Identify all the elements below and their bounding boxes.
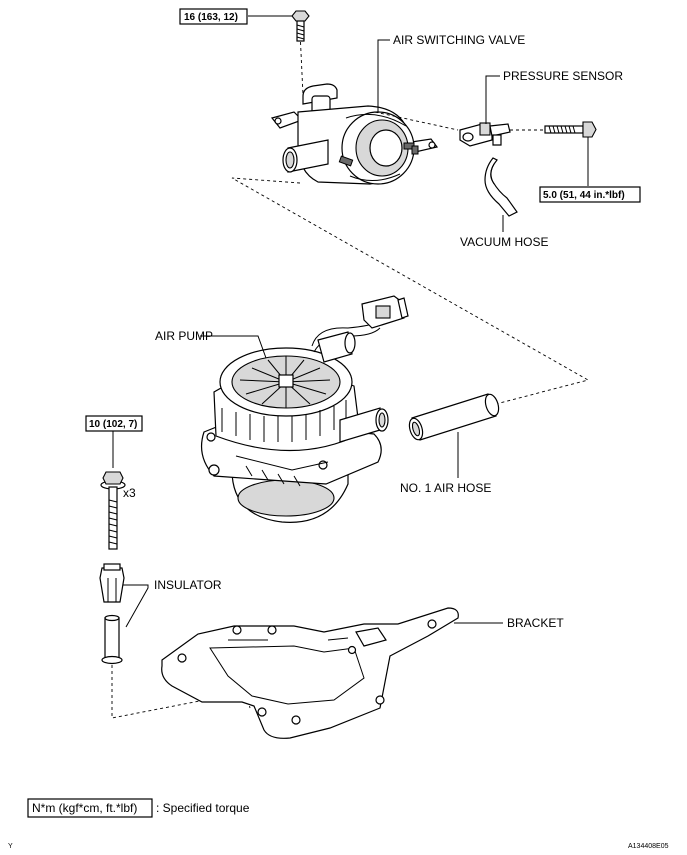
svg-text:AIR SWITCHING VALVE: AIR SWITCHING VALVE [393,33,525,47]
valve-bolt [291,10,310,42]
bracket [161,607,459,739]
svg-text:10 (102, 7): 10 (102, 7) [89,419,137,430]
air-switching-valve [270,83,439,185]
pressure-sensor [459,122,511,147]
pump-connector [361,295,409,329]
torque-legend: N*m (kgf*cm, ft.*lbf) : Specified torque [27,798,250,818]
figure-code: A134408E05 [628,843,669,850]
torque-box-valve-bolt: 16 (163, 12) [179,8,248,25]
svg-text:x3: x3 [123,486,136,500]
insulator-upper [99,563,125,603]
pump-bolt [100,471,126,550]
svg-text:AIR PUMP: AIR PUMP [155,329,213,343]
insulator-lower [101,614,123,665]
svg-text:BRACKET: BRACKET [507,616,564,630]
corner-mark: Y [8,843,13,850]
legend-description: : Specified torque [156,801,250,815]
svg-text:VACUUM HOSE: VACUUM HOSE [460,235,548,249]
legend-unit-box: N*m (kgf*cm, ft.*lbf) [32,801,137,815]
svg-text:5.0 (51, 44 in.*lbf): 5.0 (51, 44 in.*lbf) [543,190,625,201]
svg-text:PRESSURE SENSOR: PRESSURE SENSOR [503,69,623,83]
svg-text:16 (163, 12): 16 (163, 12) [184,12,238,23]
torque-box-pump-bolt: 10 (102, 7) [85,415,143,432]
torque-box-sensor-bolt: 5.0 (51, 44 in.*lbf) [539,186,641,203]
no1-air-hose [408,393,500,441]
svg-text:NO. 1 AIR HOSE: NO. 1 AIR HOSE [400,481,491,495]
sensor-bolt [544,121,597,138]
svg-text:INSULATOR: INSULATOR [154,578,222,592]
air-pump [201,295,409,523]
vacuum-hose [484,157,518,217]
